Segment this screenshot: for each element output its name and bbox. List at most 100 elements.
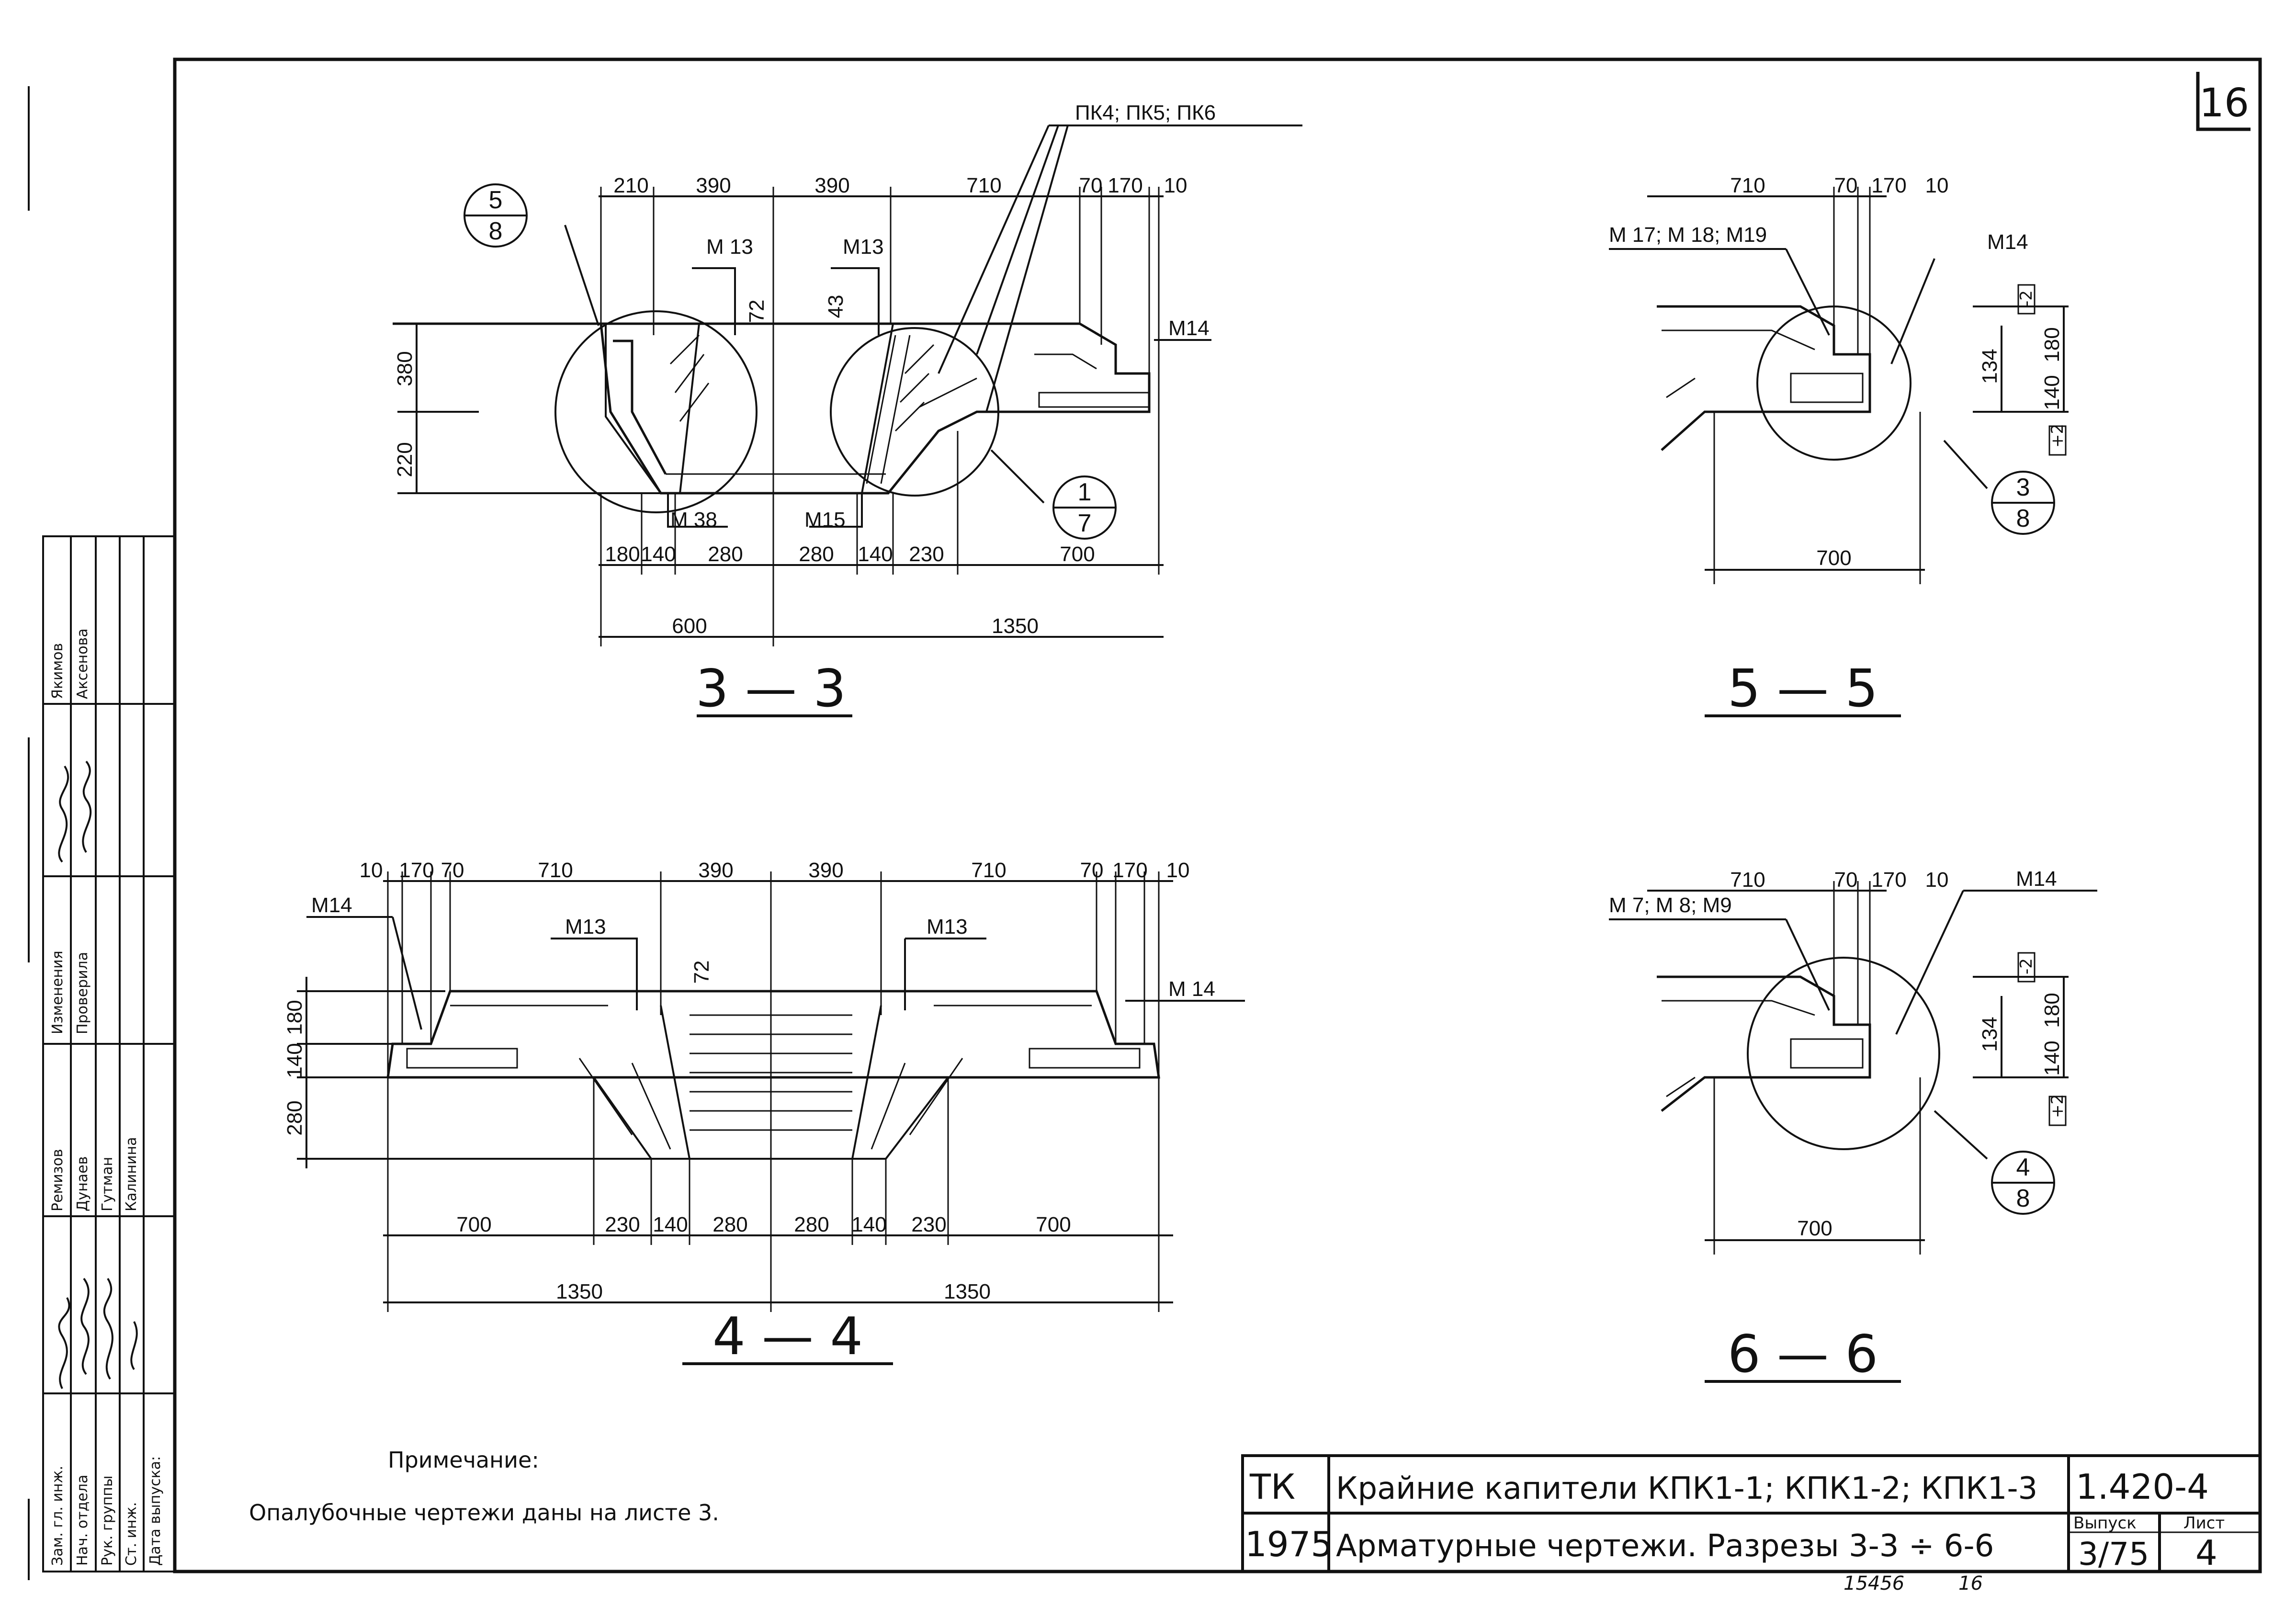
- dimension-label: 8: [2016, 1185, 2030, 1212]
- dimension-label: 710: [538, 859, 573, 882]
- dimension-label: 700: [1816, 546, 1851, 570]
- stamp-reviser: Аксенова: [74, 628, 91, 699]
- rebar-label: М 17; М 18; М19: [1609, 223, 1767, 247]
- stamp-name: Гутман: [99, 1157, 116, 1211]
- dimension-label: 10: [1166, 859, 1190, 882]
- dimension-label: 180: [605, 543, 640, 566]
- dimension-label: 1350: [992, 614, 1039, 638]
- dimension-label: 70: [1834, 174, 1858, 197]
- dimension-label: 1350: [556, 1280, 603, 1303]
- dimension-label: 180: [2040, 993, 2064, 1028]
- dimension-label: 170: [399, 859, 434, 882]
- dimension-label: 710: [971, 859, 1006, 882]
- dimension-label: 10: [1925, 174, 1949, 197]
- section-title: 5 — 5: [1728, 659, 1878, 719]
- rebar-label: М14: [1168, 317, 1210, 340]
- dimension-label: 140: [851, 1213, 886, 1236]
- dimension-label: 10: [1925, 868, 1949, 892]
- dimension-label: 140: [283, 1043, 306, 1078]
- tb-org: ТК: [1249, 1467, 1295, 1507]
- stamp-role: Зам. гл. инж.: [49, 1466, 66, 1566]
- dimension-label: 700: [1060, 543, 1095, 566]
- rebar-label: М 38: [670, 508, 717, 532]
- dimension-label: 280: [799, 543, 834, 566]
- stamp-name: Ремизов: [49, 1149, 66, 1211]
- tb-issue-value: 3/75: [2078, 1536, 2149, 1572]
- dimension-label: 710: [1730, 174, 1765, 197]
- stamp-name: Калинина: [123, 1137, 140, 1211]
- dimension-label: 140: [2040, 375, 2064, 410]
- note-text: Опалубочные чертежи даны на листе 3.: [249, 1500, 719, 1526]
- dimension-label: 72: [690, 961, 713, 984]
- tb-sheet-label: Лист: [2183, 1514, 2225, 1533]
- dimension-label: 170: [1871, 868, 1906, 892]
- tb-issue-label: Выпуск: [2073, 1514, 2137, 1533]
- dimension-label: 170: [1871, 174, 1906, 197]
- dimension-label: 710: [966, 174, 1001, 197]
- dimension-label: 134: [1978, 1017, 2002, 1052]
- stamp-role: Рук. группы: [99, 1475, 116, 1566]
- dimension-label: 70: [441, 859, 464, 882]
- dimension-label: 280: [283, 1100, 306, 1135]
- stamp-change: Изменения: [49, 950, 66, 1034]
- dimension-label: 710: [1730, 868, 1765, 892]
- dimension-label: 230: [909, 543, 944, 566]
- detail-ref-den: 8: [489, 217, 503, 245]
- stamp-role: Нач. отдела: [74, 1475, 91, 1566]
- dimension-label: 390: [814, 174, 849, 197]
- footer-page: 16: [1958, 1572, 1983, 1595]
- dimension-label: 140: [641, 543, 676, 566]
- dimension-label: 220: [393, 442, 417, 477]
- dimension-label: 10: [360, 859, 383, 882]
- dimension-label: 180: [2040, 327, 2064, 362]
- dimension-label: 700: [456, 1213, 491, 1236]
- dimension-label: 8: [2016, 505, 2030, 532]
- section-5-5: 3 8 М 17; М 18; М19 М14 710 70 170 10 13…: [1609, 174, 2069, 719]
- dimension-label: 380: [393, 351, 417, 386]
- dimension-label: 10: [1164, 174, 1188, 197]
- dimension-label: 134: [1978, 349, 2002, 384]
- rebar-label: М14: [311, 893, 352, 917]
- section-6-6: 4 8 М 7; М 8; М9 М14 710 70 170 10 134 1…: [1609, 867, 2097, 1384]
- dimension-label: 140: [653, 1213, 688, 1236]
- side-stamp: Зам. гл. инж. Нач. отдела Рук. группы Ст…: [42, 535, 176, 1572]
- section-title: 4 — 4: [713, 1307, 863, 1367]
- rebar-label: М14: [2016, 867, 2057, 891]
- rebar-label: М 7; М 8; М9: [1609, 893, 1732, 917]
- detail-ref-den: 7: [1078, 509, 1092, 537]
- dimension-label: 390: [808, 859, 843, 882]
- rebar-label: М15: [804, 508, 846, 532]
- rebar-label: М13: [565, 915, 606, 939]
- footer-number: 15456: [1844, 1572, 1904, 1595]
- dimension-label: 1350: [944, 1280, 991, 1303]
- detail-ref-num: 1: [1078, 478, 1092, 506]
- dimension-label: 180: [283, 1000, 306, 1035]
- dimension-label: 170: [1112, 859, 1147, 882]
- dimension-label: 700: [1036, 1213, 1071, 1236]
- dimension-label: 3: [2016, 474, 2030, 501]
- rebar-label: М 13: [706, 235, 753, 259]
- rebar-label: М14: [1987, 230, 2028, 254]
- dimension-label: 72: [745, 300, 769, 323]
- dimension-label: 4: [2016, 1154, 2030, 1181]
- stamp-change: Проверила: [74, 952, 91, 1034]
- stamp-role: Ст. инж.: [123, 1502, 140, 1566]
- dimension-label: 390: [696, 174, 731, 197]
- tb-line2: Арматурные чертежи. Разрезы 3-3 ÷ 6-6: [1336, 1528, 1994, 1564]
- section-4-4: М14 М13 М13 М 14 72 10 170 70 710 390 39…: [283, 859, 1245, 1367]
- section-title: 3 — 3: [696, 659, 846, 719]
- dimension-label: 600: [672, 614, 707, 638]
- note-heading: Примечание:: [388, 1447, 539, 1473]
- section-3-3: 5 8 1 7 ПК4; ПК5; ПК6 М 13 М13 М14 М 38 …: [393, 101, 1302, 719]
- sheet-number-box: [2196, 72, 2251, 131]
- dimension-label: 700: [1797, 1217, 1832, 1240]
- tb-line1: Крайние капители КПК1-1; КПК1-2; КПК1-3: [1336, 1471, 2037, 1506]
- dimension-label: +2: [2048, 1094, 2067, 1118]
- title-block: ТК 1975 Крайние капители КПК1-1; КПК1-2;…: [1241, 1454, 2262, 1573]
- dimension-label: +2: [2048, 424, 2067, 448]
- dimension-label: 390: [698, 859, 733, 882]
- dimension-label: 43: [824, 295, 848, 318]
- dimension-label: 280: [794, 1213, 829, 1236]
- rebar-label: М 14: [1168, 977, 1215, 1001]
